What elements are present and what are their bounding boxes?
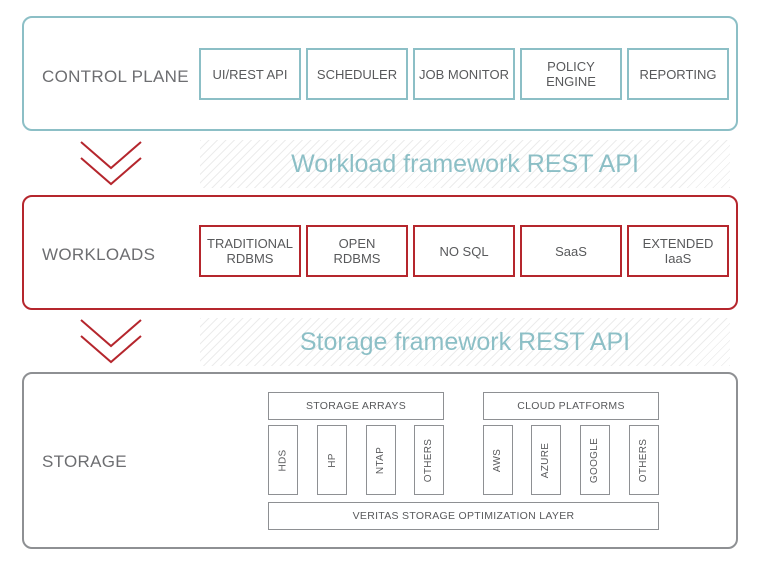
control-plane-label: CONTROL PLANE	[42, 67, 189, 86]
cloud-platform-google: GOOGLE	[580, 425, 610, 495]
workload-api-label: Workload framework REST API	[291, 149, 639, 178]
storage-array-hds: HDS	[268, 425, 298, 495]
workloads-label: WORKLOADS	[42, 245, 156, 264]
chevron-down-icon	[80, 319, 142, 364]
cloud-platforms-header: CLOUD PLATFORMS	[483, 392, 659, 420]
cloud-platform-azure: AZURE	[531, 425, 561, 495]
workload-item-saas: SaaS	[520, 225, 622, 277]
storage-arrays-header: STORAGE ARRAYS	[268, 392, 444, 420]
workload-item-open-rdbms: OPEN RDBMS	[306, 225, 408, 277]
workload-item-traditional-rdbms: TRADITIONAL RDBMS	[199, 225, 301, 277]
cloud-platform-others: OTHERS	[629, 425, 659, 495]
control-item-policy-engine: POLICY ENGINE	[520, 48, 622, 100]
workload-item-no-sql: NO SQL	[413, 225, 515, 277]
storage-optimization-layer: VERITAS STORAGE OPTIMIZATION LAYER	[268, 502, 659, 530]
workload-item-extended-iaas: EXTENDED IaaS	[627, 225, 729, 277]
storage-array-others: OTHERS	[414, 425, 444, 495]
control-item-reporting: REPORTING	[627, 48, 729, 100]
control-item-job-monitor: JOB MONITOR	[413, 48, 515, 100]
storage-array-hp: HP	[317, 425, 347, 495]
storage-array-ntap: NTAP	[366, 425, 396, 495]
storage-api-label: Storage framework REST API	[299, 327, 631, 356]
storage-api-band: Storage framework REST API	[200, 318, 730, 366]
cloud-platform-aws: AWS	[483, 425, 513, 495]
control-item-ui-rest-api: UI/REST API	[199, 48, 301, 100]
chevron-down-icon	[80, 141, 142, 186]
workload-api-band: Workload framework REST API	[200, 140, 730, 188]
storage-label: STORAGE	[42, 452, 127, 471]
control-item-scheduler: SCHEDULER	[306, 48, 408, 100]
